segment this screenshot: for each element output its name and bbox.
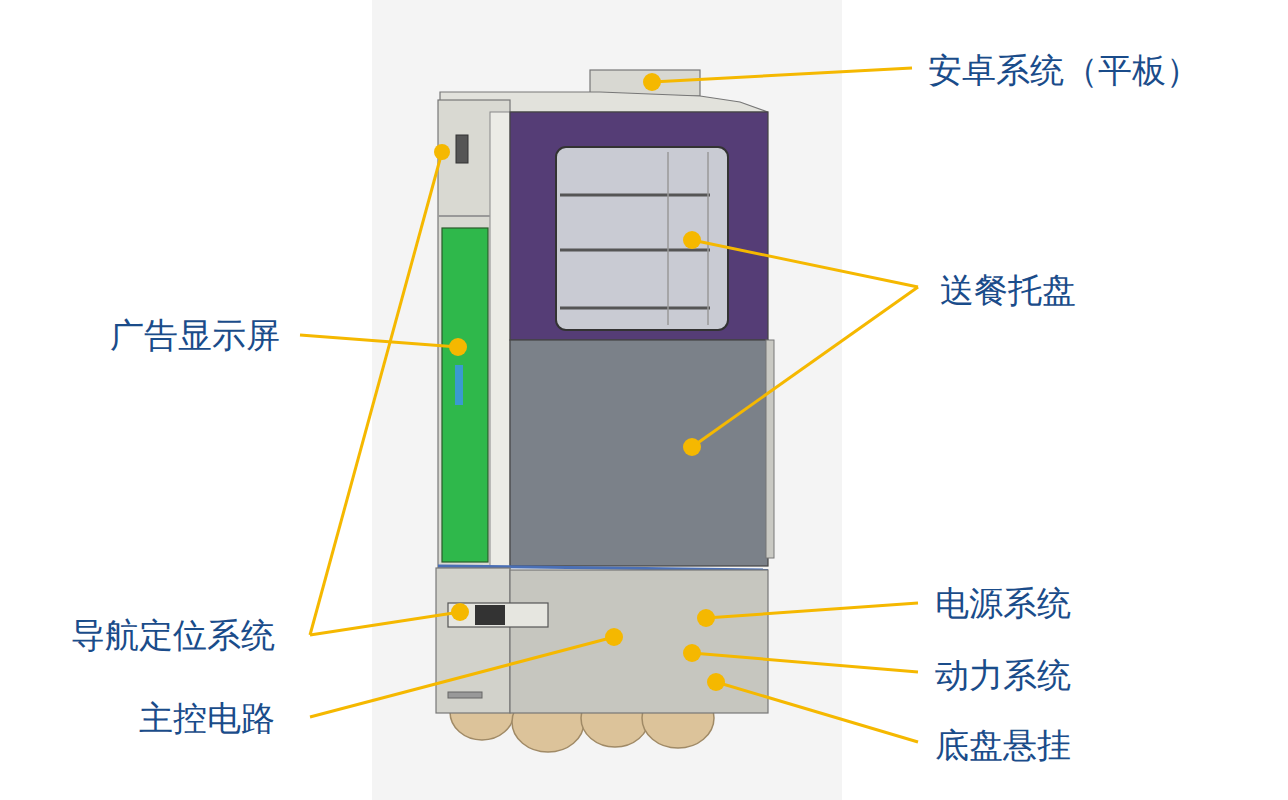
seam (438, 215, 490, 217)
side-panel (438, 100, 510, 568)
part-label: 送餐托盘 (940, 270, 1076, 311)
lidar (475, 605, 505, 625)
side-edge (490, 112, 510, 568)
shelves (560, 195, 710, 308)
base-side (436, 568, 510, 713)
ad-screen (442, 228, 488, 562)
nav-slot (448, 603, 548, 627)
part-label: 电源系统 (935, 583, 1071, 624)
part-label: 主控电路 (139, 698, 275, 739)
front-lower (510, 340, 768, 566)
base-front (510, 570, 768, 713)
front-upper (510, 112, 768, 340)
leader-dots (434, 73, 725, 691)
leader-lines (300, 68, 918, 742)
window (556, 147, 728, 330)
part-label: 导航定位系统 (71, 615, 275, 656)
part-label: 动力系统 (935, 655, 1071, 696)
part-label: 底盘悬挂 (935, 725, 1071, 766)
part-label: 广告显示屏 (110, 315, 280, 356)
part-label: 安卓系统（平板） (928, 50, 1200, 91)
sensor (456, 135, 468, 163)
screen-mark (455, 365, 463, 405)
backdrop (372, 0, 842, 800)
